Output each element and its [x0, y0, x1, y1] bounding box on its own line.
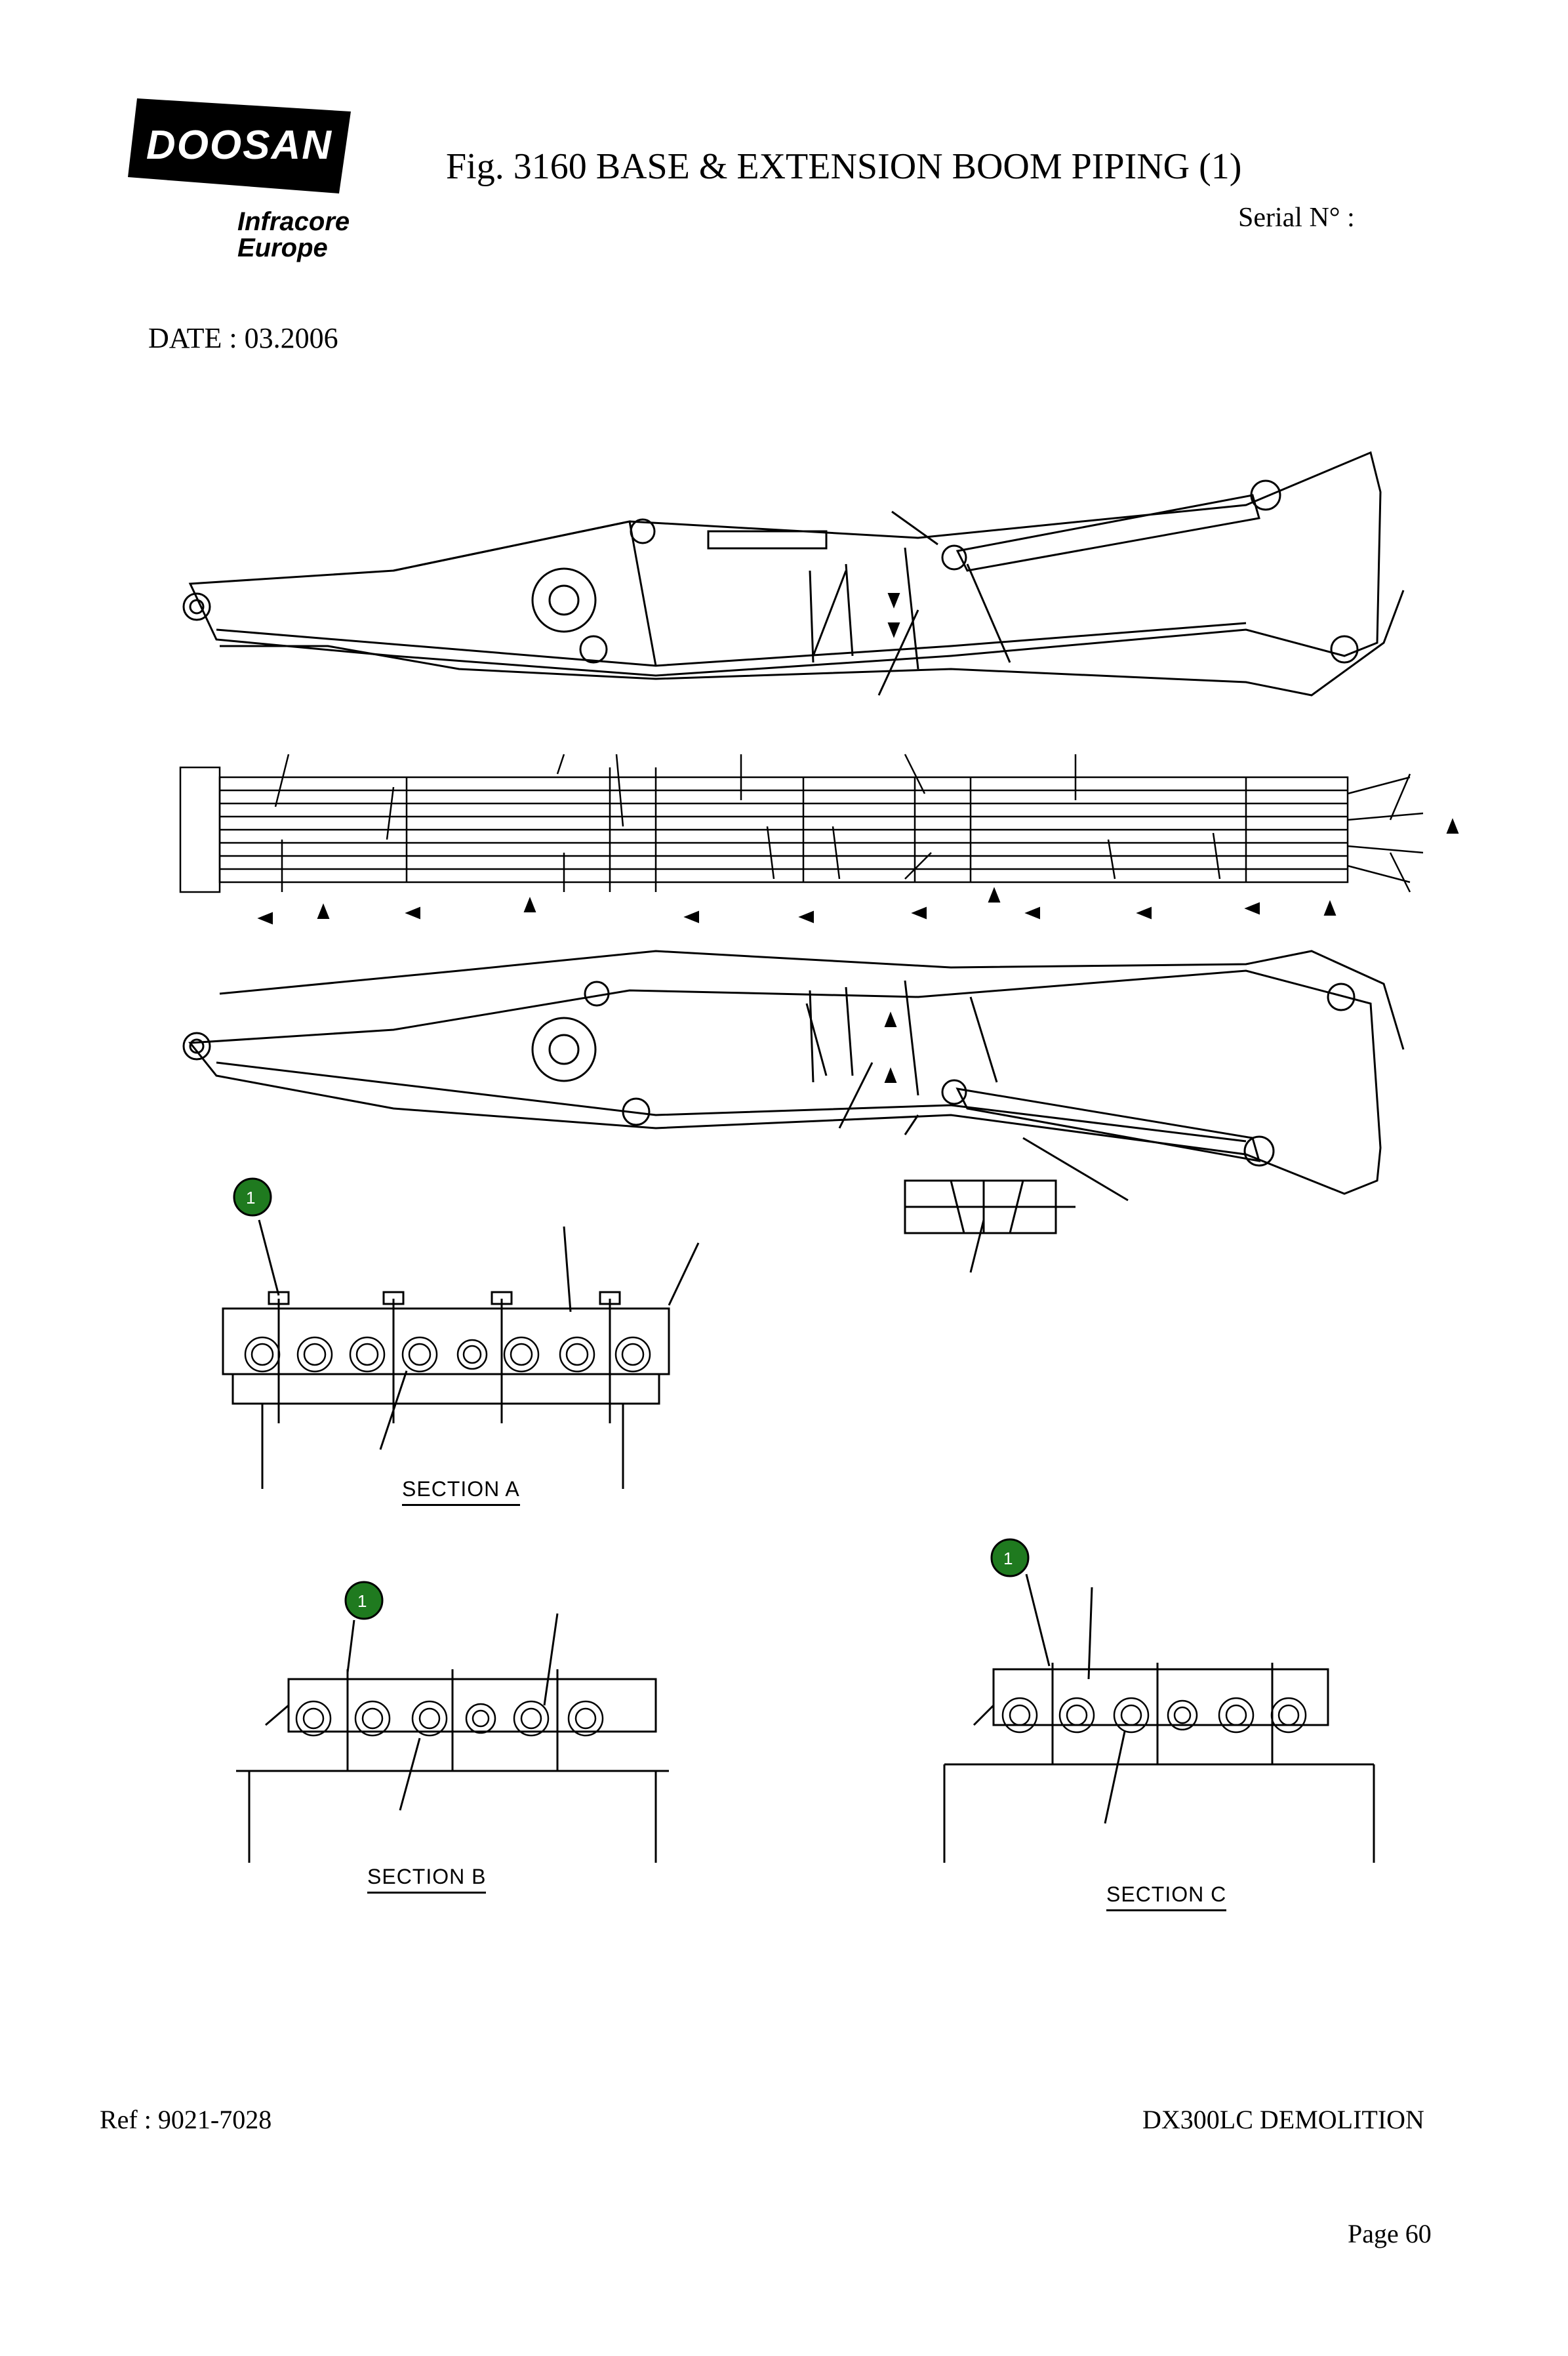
- date-value: 03.2006: [244, 322, 338, 354]
- reference-number: Ref : 9021-7028: [100, 2105, 272, 2134]
- section-b-label: SECTION B: [367, 1865, 487, 1894]
- doosan-logo: DOOSAN: [128, 98, 351, 193]
- item-callouts: 1 1 1: [233, 1177, 1030, 1620]
- callout-1-b-text: 1: [357, 1591, 367, 1611]
- date-label: DATE :: [148, 322, 237, 354]
- logo-sub-line1: Infracore: [237, 207, 350, 236]
- logo-subtitle: Infracore Europe: [237, 209, 350, 261]
- serial-number-label: Serial N° :: [1238, 203, 1355, 233]
- boom-plan-view: [179, 754, 1424, 893]
- svg-text:DOOSAN: DOOSAN: [146, 123, 332, 168]
- boom-side-view-bottom: [182, 950, 1405, 1273]
- callout-1-section-c: [990, 1538, 1030, 1577]
- date-line: DATE : 03.2006: [148, 321, 338, 355]
- section-c-label: SECTION C: [1106, 1882, 1227, 1911]
- callout-1-section-a: [233, 1177, 272, 1217]
- callout-1-a-text: 1: [246, 1188, 255, 1208]
- section-a-label: SECTION A: [402, 1477, 520, 1506]
- logo-sub-line2: Europe: [237, 234, 328, 262]
- callout-1-c-text: 1: [1003, 1549, 1013, 1568]
- section-b-drawing: [236, 1613, 669, 1863]
- callout-1-section-b: [344, 1581, 384, 1620]
- section-a-drawing: [222, 1219, 700, 1489]
- boom-side-view-top: [182, 451, 1405, 697]
- model-name: DX300LC DEMOLITION: [1142, 2105, 1424, 2134]
- page-number: Page 60: [1348, 2219, 1432, 2248]
- section-c-drawing: [943, 1574, 1375, 1863]
- figure-title: Fig. 3160 BASE & EXTENSION BOOM PIPING (…: [446, 146, 1242, 187]
